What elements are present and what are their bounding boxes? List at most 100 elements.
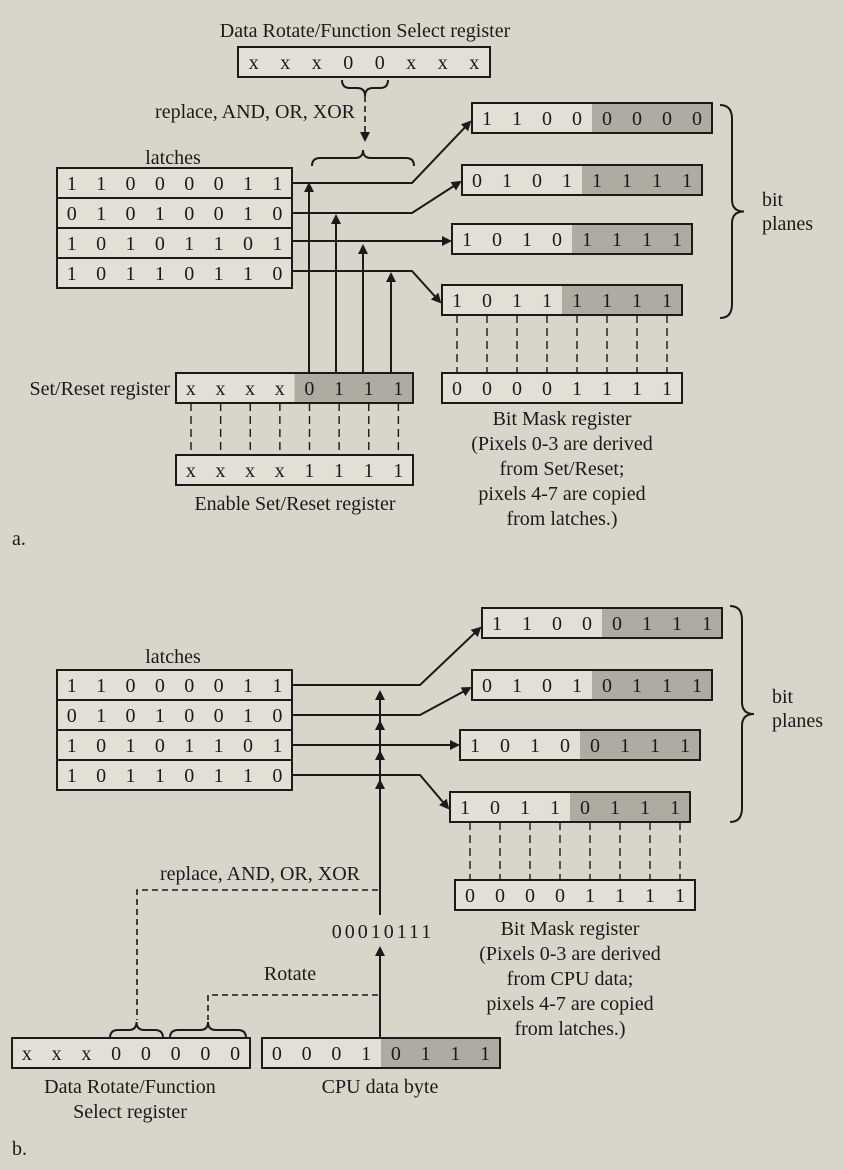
bit-mask-caption-a-4: from latches.) xyxy=(506,508,617,530)
bit-plane-a-3-shaded-bits xyxy=(562,286,681,314)
latches-label-a: latches xyxy=(145,147,201,169)
bit-plane-a-1-shaded-bits xyxy=(582,166,701,194)
bit-mask-register-b-bit-3: 0 xyxy=(555,885,565,907)
bit-plane-b-1-bit-0: 0 xyxy=(482,675,492,697)
enable-set-reset-register-bit-1: x xyxy=(215,460,225,482)
latch-row-a-3-bit-7: 0 xyxy=(272,263,282,285)
latch-row-b-0-bit-4: 0 xyxy=(184,675,194,697)
bit-plane-a-2-shaded-bits xyxy=(572,225,691,253)
bit-plane-a-3-bit-2: 1 xyxy=(512,290,522,312)
bit-plane-a-3-bit-6: 1 xyxy=(632,290,642,312)
bit-mask-caption-b-1: (Pixels 0-3 are derived xyxy=(479,943,661,965)
bit-plane-b-0-bit-1: 1 xyxy=(522,613,532,635)
latch-row-a-3-bit-4: 0 xyxy=(184,263,194,285)
drfs-title: Data Rotate/Function Select register xyxy=(220,20,511,42)
enable-set-reset-register-bit-7: 1 xyxy=(393,460,403,482)
bit-plane-b-3-bit-3: 1 xyxy=(550,797,560,819)
drfs-register-b-bit-4: 0 xyxy=(141,1043,151,1065)
bit-mask-register-b-bit-2: 0 xyxy=(525,885,535,907)
set-reset-register-bit-4: 0 xyxy=(304,378,314,400)
latch-row-b-3-bit-0: 1 xyxy=(67,765,77,787)
drfs-register-b-bit-1: x xyxy=(52,1043,62,1065)
bit-mask-register-b-bit-4: 1 xyxy=(585,885,595,907)
part-a-label: a. xyxy=(12,528,26,550)
cpu-data-byte-bit-4: 0 xyxy=(391,1043,401,1065)
latch-row-a-3-bit-0: 1 xyxy=(67,263,77,285)
cpu-data-byte-bit-0: 0 xyxy=(272,1043,282,1065)
latch-row-b-3-bit-1: 0 xyxy=(96,765,106,787)
bit-plane-b-1-bit-5: 1 xyxy=(632,675,642,697)
part-b-label: b. xyxy=(12,1138,27,1160)
bit-mask-register-b xyxy=(454,879,696,911)
latch-row-a-0-bit-3: 0 xyxy=(155,173,165,195)
latch-to-plane-a-0 xyxy=(292,120,472,184)
enable-set-reset-register-bit-3: x xyxy=(275,460,285,482)
latch-row-b-1-bit-0: 0 xyxy=(67,705,77,727)
bit-plane-b-3-bit-1: 0 xyxy=(490,797,500,819)
bit-plane-b-3-bit-0: 1 xyxy=(460,797,470,819)
cpu-data-byte-bit-7: 1 xyxy=(480,1043,490,1065)
bit-plane-a-3-bit-7: 1 xyxy=(662,290,672,312)
latch-row-a-1-bit-3: 1 xyxy=(155,203,165,225)
rotate-dashed-line xyxy=(207,994,378,1020)
bit-plane-b-0-bit-3: 0 xyxy=(582,613,592,635)
bit-mask-register-a-bit-1: 0 xyxy=(482,378,492,400)
bit-plane-b-0-bit-2: 0 xyxy=(552,613,562,635)
latch-row-a-0-bit-4: 0 xyxy=(184,173,194,195)
drfs-label-b-0: Data Rotate/Function xyxy=(44,1076,216,1098)
drfs-register-b xyxy=(11,1037,251,1069)
latch-row-b-3-bit-5: 1 xyxy=(214,765,224,787)
drfs-register-b-bit-0: x xyxy=(22,1043,32,1065)
bit-plane-a-2-bit-6: 1 xyxy=(642,229,652,251)
latch-row-b-0-bit-6: 1 xyxy=(243,675,253,697)
latch-row-b-3-bit-3: 1 xyxy=(155,765,165,787)
bit-plane-b-1-bit-2: 0 xyxy=(542,675,552,697)
latch-row-b-2-bit-4: 1 xyxy=(184,735,194,757)
latch-row-b-2 xyxy=(56,729,293,761)
bit-plane-a-0-bit-7: 0 xyxy=(692,108,702,130)
bit-plane-b-1-shaded-bits xyxy=(592,671,711,699)
bit-plane-b-0-bit-7: 1 xyxy=(702,613,712,635)
bit-plane-b-0-bit-0: 1 xyxy=(492,613,502,635)
cpu-data-byte-bit-3: 1 xyxy=(361,1043,371,1065)
bit-planes-brace-b xyxy=(729,605,755,823)
latch-row-b-3-bit-4: 0 xyxy=(184,765,194,787)
latch-row-a-0-bit-7: 1 xyxy=(272,173,282,195)
bit-mask-register-b-bit-5: 1 xyxy=(615,885,625,907)
bit-plane-a-3-bit-3: 1 xyxy=(542,290,552,312)
latch-row-b-2-bit-3: 0 xyxy=(155,735,165,757)
bit-mask-caption-a-1: (Pixels 0-3 are derived xyxy=(471,433,653,455)
bit-plane-a-3-bit-5: 1 xyxy=(602,290,612,312)
bit-plane-b-1-bit-6: 1 xyxy=(662,675,672,697)
bit-mask-caption-a-2: from Set/Reset; xyxy=(500,458,625,480)
latch-row-b-1-bit-1: 1 xyxy=(96,705,106,727)
latch-row-a-3-bit-6: 1 xyxy=(243,263,253,285)
latch-row-b-2-bit-7: 1 xyxy=(272,735,282,757)
function-label-a: replace, AND, OR, XOR xyxy=(155,101,356,123)
bit-plane-a-1-bit-6: 1 xyxy=(652,170,662,192)
latch-row-b-0-bit-3: 0 xyxy=(155,675,165,697)
bit-mask-register-a-bit-7: 1 xyxy=(662,378,672,400)
latch-row-a-1-bit-7: 0 xyxy=(272,203,282,225)
latch-row-b-3-bit-2: 1 xyxy=(125,765,135,787)
cpu-data-byte-bit-1: 0 xyxy=(302,1043,312,1065)
set-reset-register-bit-7: 1 xyxy=(393,378,403,400)
bit-mask-caption-a-0: Bit Mask register xyxy=(493,408,632,430)
latch-row-a-2-bit-6: 0 xyxy=(243,233,253,255)
latch-row-a-1 xyxy=(56,197,293,229)
bit-mask-register-b-bit-6: 1 xyxy=(645,885,655,907)
combine-brace-a xyxy=(311,149,415,167)
bit-plane-a-0-bit-6: 0 xyxy=(662,108,672,130)
bit-plane-a-3-bit-0: 1 xyxy=(452,290,462,312)
latch-to-plane-a-1 xyxy=(292,180,462,214)
bit-planes-label-a-1: planes xyxy=(762,213,813,235)
bit-mask-register-a-bit-5: 1 xyxy=(602,378,612,400)
bit-plane-b-1-bit-3: 1 xyxy=(572,675,582,697)
latch-row-a-3-bit-1: 0 xyxy=(96,263,106,285)
latch-row-b-0 xyxy=(56,669,293,701)
set-reset-register-bit-3: x xyxy=(275,378,285,400)
latch-row-a-2-bit-3: 0 xyxy=(155,233,165,255)
bit-plane-a-3-bit-4: 1 xyxy=(572,290,582,312)
set-reset-label: Set/Reset register xyxy=(29,378,170,400)
